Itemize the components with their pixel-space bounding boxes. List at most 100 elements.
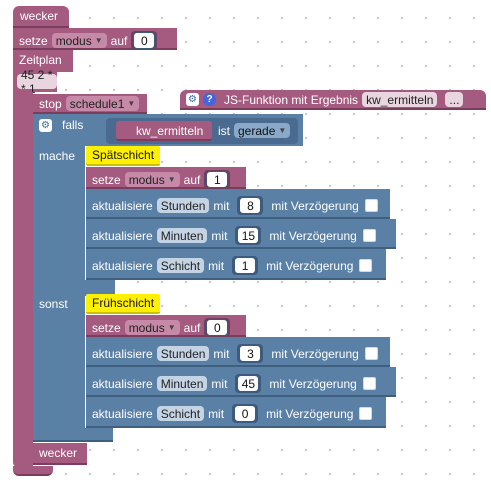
- delay-label: mit Verzögerung: [269, 228, 357, 243]
- action-label: aktualisiere: [92, 406, 153, 421]
- field-name[interactable]: Minuten: [156, 376, 208, 391]
- mit-label: mit: [208, 406, 225, 421]
- value-field[interactable]: 0: [206, 319, 229, 336]
- mache-setze-block[interactable]: setze modus▼ auf 1: [86, 167, 246, 189]
- chevron-down-icon: ▼: [127, 99, 136, 108]
- cron-field[interactable]: 45 2 * * 1: [17, 68, 57, 96]
- action-label: aktualisiere: [92, 228, 153, 243]
- value-field[interactable]: 15: [237, 227, 260, 244]
- delay-label: mit Verzögerung: [266, 258, 354, 273]
- wecker-bottom-block[interactable]: wecker: [33, 443, 87, 465]
- stop-schedule-block[interactable]: stop schedule1▼: [33, 94, 147, 114]
- delay-checkbox[interactable]: [359, 259, 373, 272]
- auf-label: auf: [110, 33, 128, 48]
- mit-label: mit: [213, 198, 230, 213]
- zeitplan-rail: [13, 92, 33, 468]
- field-name[interactable]: Minuten: [156, 228, 208, 243]
- init-value-field[interactable]: 0: [133, 32, 156, 49]
- value-socket: 3: [237, 344, 264, 363]
- field-name[interactable]: Stunden: [156, 198, 210, 213]
- gear-icon[interactable]: ⚙: [39, 118, 52, 132]
- stop-label: stop: [39, 96, 62, 111]
- value-socket: 1: [232, 256, 259, 275]
- mit-label: mit: [213, 346, 230, 361]
- modus-text: modus: [128, 172, 165, 187]
- value-socket: 0: [232, 404, 259, 423]
- update-row[interactable]: aktualisiere Stunden mit 8 mit Verzögeru…: [86, 189, 390, 219]
- action-label: aktualisiere: [92, 376, 153, 391]
- wecker-hat-block[interactable]: wecker: [13, 6, 69, 28]
- delay-label: mit Verzögerung: [271, 198, 359, 213]
- value-socket: 0: [204, 318, 231, 337]
- modus-dropdown[interactable]: modus▼: [124, 172, 180, 187]
- sonst-label: sonst: [39, 297, 68, 311]
- delay-checkbox[interactable]: [364, 347, 378, 360]
- delay-checkbox[interactable]: [364, 199, 378, 212]
- gerade-dropdown[interactable]: gerade▼: [234, 123, 291, 138]
- value-socket: 15: [235, 226, 262, 245]
- action-label: aktualisiere: [92, 346, 153, 361]
- setze-modus-block[interactable]: setze modus▼ auf 0: [13, 28, 177, 50]
- cron-row: 45 2 * * 1: [13, 68, 57, 96]
- update-row[interactable]: aktualisiere Stunden mit 3 mit Verzögeru…: [86, 337, 390, 367]
- zeitplan-label: Zeitplan: [19, 53, 62, 67]
- modus-text: modus: [128, 320, 165, 335]
- update-row[interactable]: aktualisiere Minuten mit 45 mit Verzöger…: [86, 367, 396, 397]
- modus-dropdown[interactable]: modus▼: [51, 33, 107, 48]
- comment-fruehschicht[interactable]: Frühschicht: [86, 294, 161, 314]
- field-name[interactable]: Schicht: [156, 406, 205, 421]
- delay-checkbox[interactable]: [362, 229, 376, 242]
- value-field[interactable]: 1: [206, 171, 229, 188]
- condition-block[interactable]: kw_ermitteln ist gerade▼: [106, 118, 298, 144]
- gear-icon[interactable]: ⚙: [186, 93, 199, 106]
- zeitplan-block[interactable]: Zeitplan: [13, 50, 73, 72]
- schedule-dropdown[interactable]: schedule1▼: [65, 96, 140, 111]
- zeitplan-footer: [13, 466, 53, 476]
- value-socket: 45: [235, 374, 262, 393]
- js-function-name-field[interactable]: kw_ermitteln: [362, 92, 438, 107]
- mache-gap: [85, 280, 115, 296]
- modus-dropdown[interactable]: modus▼: [124, 320, 180, 335]
- modus-text: modus: [55, 33, 92, 48]
- value-socket: 8: [237, 196, 264, 215]
- kw-call-block[interactable]: kw_ermitteln: [116, 121, 212, 141]
- value-field[interactable]: 3: [239, 345, 262, 362]
- mit-label: mit: [211, 376, 228, 391]
- more-button[interactable]: ...: [445, 92, 464, 107]
- value-field[interactable]: 1: [234, 257, 257, 274]
- value-field[interactable]: 45: [237, 375, 260, 392]
- schedule-text: schedule1: [69, 96, 125, 111]
- field-name[interactable]: Schicht: [156, 258, 205, 273]
- auf-label: auf: [183, 320, 201, 335]
- update-row[interactable]: aktualisiere Schicht mit 0 mit Verzögeru…: [86, 397, 386, 428]
- setze-label: setze: [92, 320, 121, 335]
- mit-label: mit: [208, 258, 225, 273]
- value-field[interactable]: 0: [234, 405, 257, 422]
- wecker-label: wecker: [20, 9, 59, 23]
- mache-label: mache: [39, 149, 76, 163]
- falls-label: falls: [62, 118, 84, 132]
- update-row[interactable]: aktualisiere Minuten mit 15 mit Verzöger…: [86, 219, 396, 249]
- chevron-down-icon: ▼: [278, 126, 287, 135]
- delay-checkbox[interactable]: [362, 377, 376, 390]
- delay-checkbox[interactable]: [359, 407, 373, 420]
- delay-label: mit Verzögerung: [271, 346, 359, 361]
- auf-label: auf: [183, 172, 201, 187]
- wecker-label: wecker: [39, 446, 78, 460]
- ist-label: ist: [218, 123, 230, 138]
- js-function-title: JS-Funktion mit Ergebnis: [224, 92, 359, 107]
- comment-spaetschicht[interactable]: Spätschicht: [86, 146, 161, 166]
- field-name[interactable]: Stunden: [156, 346, 210, 361]
- mit-label: mit: [211, 228, 228, 243]
- value-field[interactable]: 8: [239, 197, 262, 214]
- update-row[interactable]: aktualisiere Schicht mit 1 mit Verzögeru…: [86, 249, 386, 280]
- value-socket: 0: [131, 31, 158, 50]
- js-function-block[interactable]: ⚙ ? JS-Funktion mit Ergebnis kw_ermittel…: [180, 90, 486, 110]
- sonst-setze-block[interactable]: setze modus▼ auf 0: [86, 315, 246, 337]
- setze-label: setze: [19, 33, 48, 48]
- delay-label: mit Verzögerung: [269, 376, 357, 391]
- chevron-down-icon: ▼: [94, 36, 103, 45]
- setze-label: setze: [92, 172, 121, 187]
- chevron-down-icon: ▼: [167, 323, 176, 332]
- help-icon[interactable]: ?: [203, 93, 216, 106]
